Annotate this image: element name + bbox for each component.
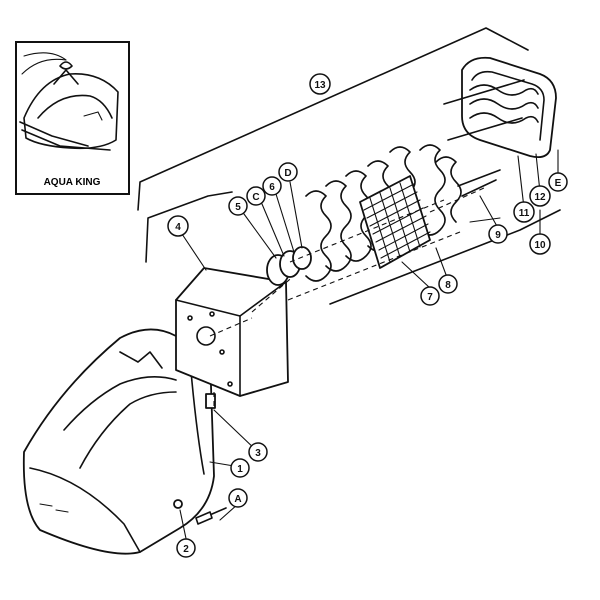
svg-text:13: 13: [314, 80, 326, 91]
callout-12: 12: [529, 185, 551, 207]
svg-text:7: 7: [427, 292, 433, 303]
svg-text:E: E: [555, 178, 562, 189]
svg-text:1: 1: [237, 464, 243, 475]
callout-13: 13: [309, 73, 331, 95]
bracket-lines: [137, 27, 561, 305]
inset-caption: AQUA KING: [44, 177, 101, 188]
callout-11: 11: [513, 201, 535, 223]
callout-E: E: [548, 172, 568, 192]
alignment-lines: [209, 187, 485, 410]
svg-text:3: 3: [255, 448, 261, 459]
callout-8: 8: [438, 274, 458, 294]
callout-3: 3: [248, 442, 268, 462]
callout-5: 5: [228, 196, 248, 216]
callout-9: 9: [488, 224, 508, 244]
cover-shell: [22, 328, 215, 555]
small-hardware: [173, 393, 227, 525]
callout-6: 6: [262, 176, 282, 196]
callout-4: 4: [167, 215, 189, 237]
callout-A: A: [228, 488, 248, 508]
svg-text:5: 5: [235, 202, 241, 213]
inlet-fitting: [266, 246, 312, 286]
svg-text:12: 12: [534, 192, 546, 203]
heat-exchanger-core: [359, 175, 431, 269]
inset-panel: AQUA KING: [15, 41, 130, 195]
tie-rods: [443, 79, 525, 197]
svg-text:C: C: [252, 192, 259, 203]
svg-text:8: 8: [445, 280, 451, 291]
callout-D: D: [278, 162, 298, 182]
svg-text:D: D: [284, 168, 291, 179]
svg-text:4: 4: [175, 222, 181, 233]
svg-text:2: 2: [183, 544, 189, 555]
svg-text:A: A: [234, 494, 241, 505]
inset-heater-sketch: [19, 52, 119, 151]
callout-7: 7: [420, 286, 440, 306]
housing-box: [175, 267, 289, 397]
callout-C: C: [246, 186, 266, 206]
callout-1: 1: [230, 458, 250, 478]
svg-text:6: 6: [269, 182, 275, 193]
callout-2: 2: [176, 538, 196, 558]
svg-text:9: 9: [495, 230, 501, 241]
callout-10: 10: [529, 233, 551, 255]
rear-manifold: [461, 56, 557, 159]
svg-text:10: 10: [534, 240, 546, 251]
svg-text:11: 11: [519, 208, 530, 219]
